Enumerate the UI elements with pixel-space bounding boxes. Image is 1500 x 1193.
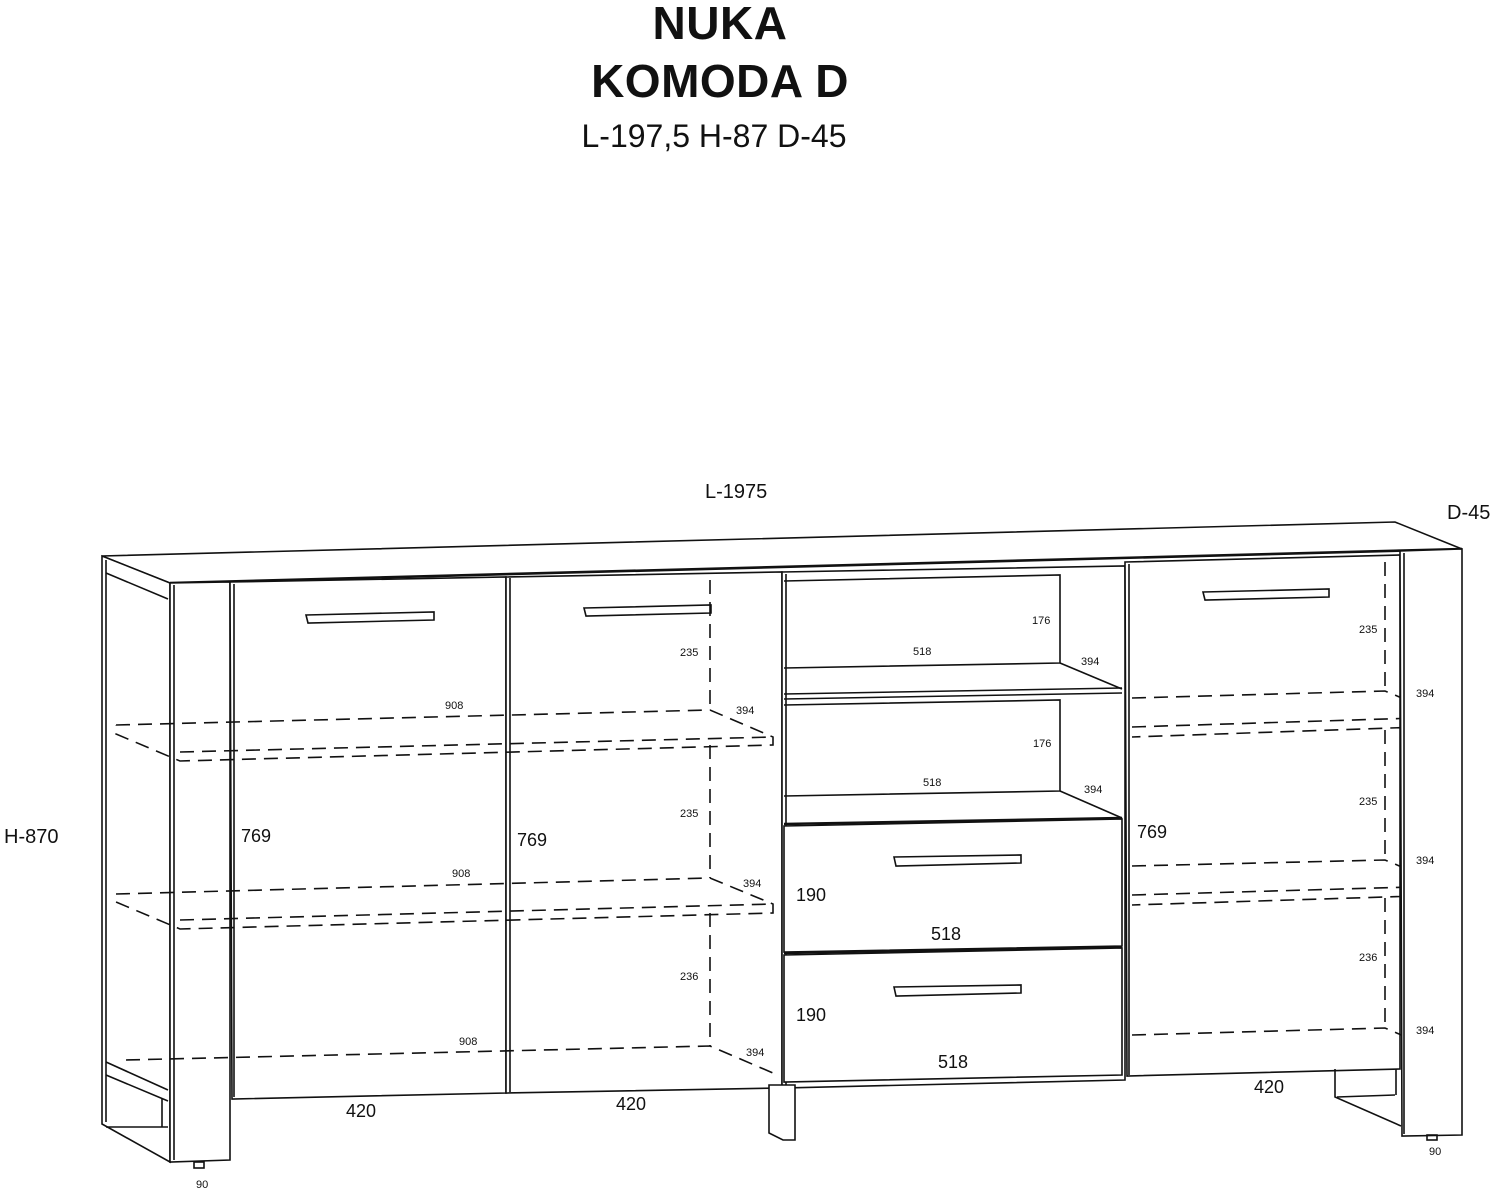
handle-icon [1201, 588, 1330, 601]
left-side-panel [101, 554, 231, 1169]
depth-label: D-45 [1447, 502, 1490, 524]
niche-width-label: 518 [923, 777, 941, 789]
shelf-width-label: 908 [452, 868, 470, 880]
niche-depth-label: 394 [1081, 656, 1099, 668]
door-width-label: 420 [346, 1101, 376, 1121]
niche-width-label: 518 [913, 646, 931, 658]
niche-height-label: 176 [1032, 615, 1050, 627]
drawer-top[interactable] [783, 816, 1123, 953]
left-door-2[interactable] [505, 571, 783, 1094]
door-height-label: 769 [1137, 822, 1167, 842]
length-label: L-1975 [705, 481, 767, 503]
door-height-label: 769 [241, 826, 271, 846]
gap-height-label: 235 [680, 808, 698, 820]
shelf-depth-label: 394 [743, 878, 761, 890]
leg-depth-label: 90 [1429, 1146, 1441, 1158]
handle-icon [582, 604, 712, 617]
shelf-width-label: 908 [445, 700, 463, 712]
shelf-width-label: 908 [459, 1036, 477, 1048]
drawer-height-label: 190 [796, 885, 826, 905]
door-width-label: 420 [616, 1094, 646, 1114]
gap-height-label: 235 [1359, 796, 1377, 808]
drawer-width-label: 518 [931, 924, 961, 944]
gap-height-label: 236 [680, 971, 698, 983]
shelf-depth-label: 394 [1416, 688, 1434, 700]
right-side-panel [1334, 548, 1463, 1141]
product-model: KOMODA D [591, 55, 849, 107]
door-width-label: 420 [1254, 1077, 1284, 1097]
gap-height-label: 236 [1359, 952, 1377, 964]
shelf-depth-label: 394 [1416, 855, 1434, 867]
drawer-bottom[interactable] [783, 945, 1123, 1083]
middle-leg [768, 1084, 796, 1141]
handle-icon [304, 611, 435, 624]
niche-depth-label: 394 [1084, 784, 1102, 796]
leg-depth-label: 90 [196, 1179, 208, 1191]
drawer-height-label: 190 [796, 1005, 826, 1025]
door-height-label: 769 [517, 830, 547, 850]
left-shelves-hidden [115, 580, 774, 1074]
shelf-depth-label: 394 [746, 1047, 764, 1059]
right-door[interactable] [1124, 554, 1401, 1077]
niche-height-label: 176 [1033, 738, 1051, 750]
gap-height-label: 235 [1359, 624, 1377, 636]
handle-icon [893, 854, 1022, 867]
handle-icon [893, 984, 1022, 997]
shelf-depth-label: 394 [1416, 1025, 1434, 1037]
product-name: NUKA [652, 0, 788, 49]
product-dimensions: L-197,5 H-87 D-45 [581, 118, 847, 154]
gap-height-label: 235 [680, 647, 698, 659]
height-label: H-870 [4, 826, 58, 848]
drawer-width-label: 518 [938, 1052, 968, 1072]
shelf-depth-label: 394 [736, 705, 754, 717]
left-door-1[interactable] [229, 576, 507, 1100]
